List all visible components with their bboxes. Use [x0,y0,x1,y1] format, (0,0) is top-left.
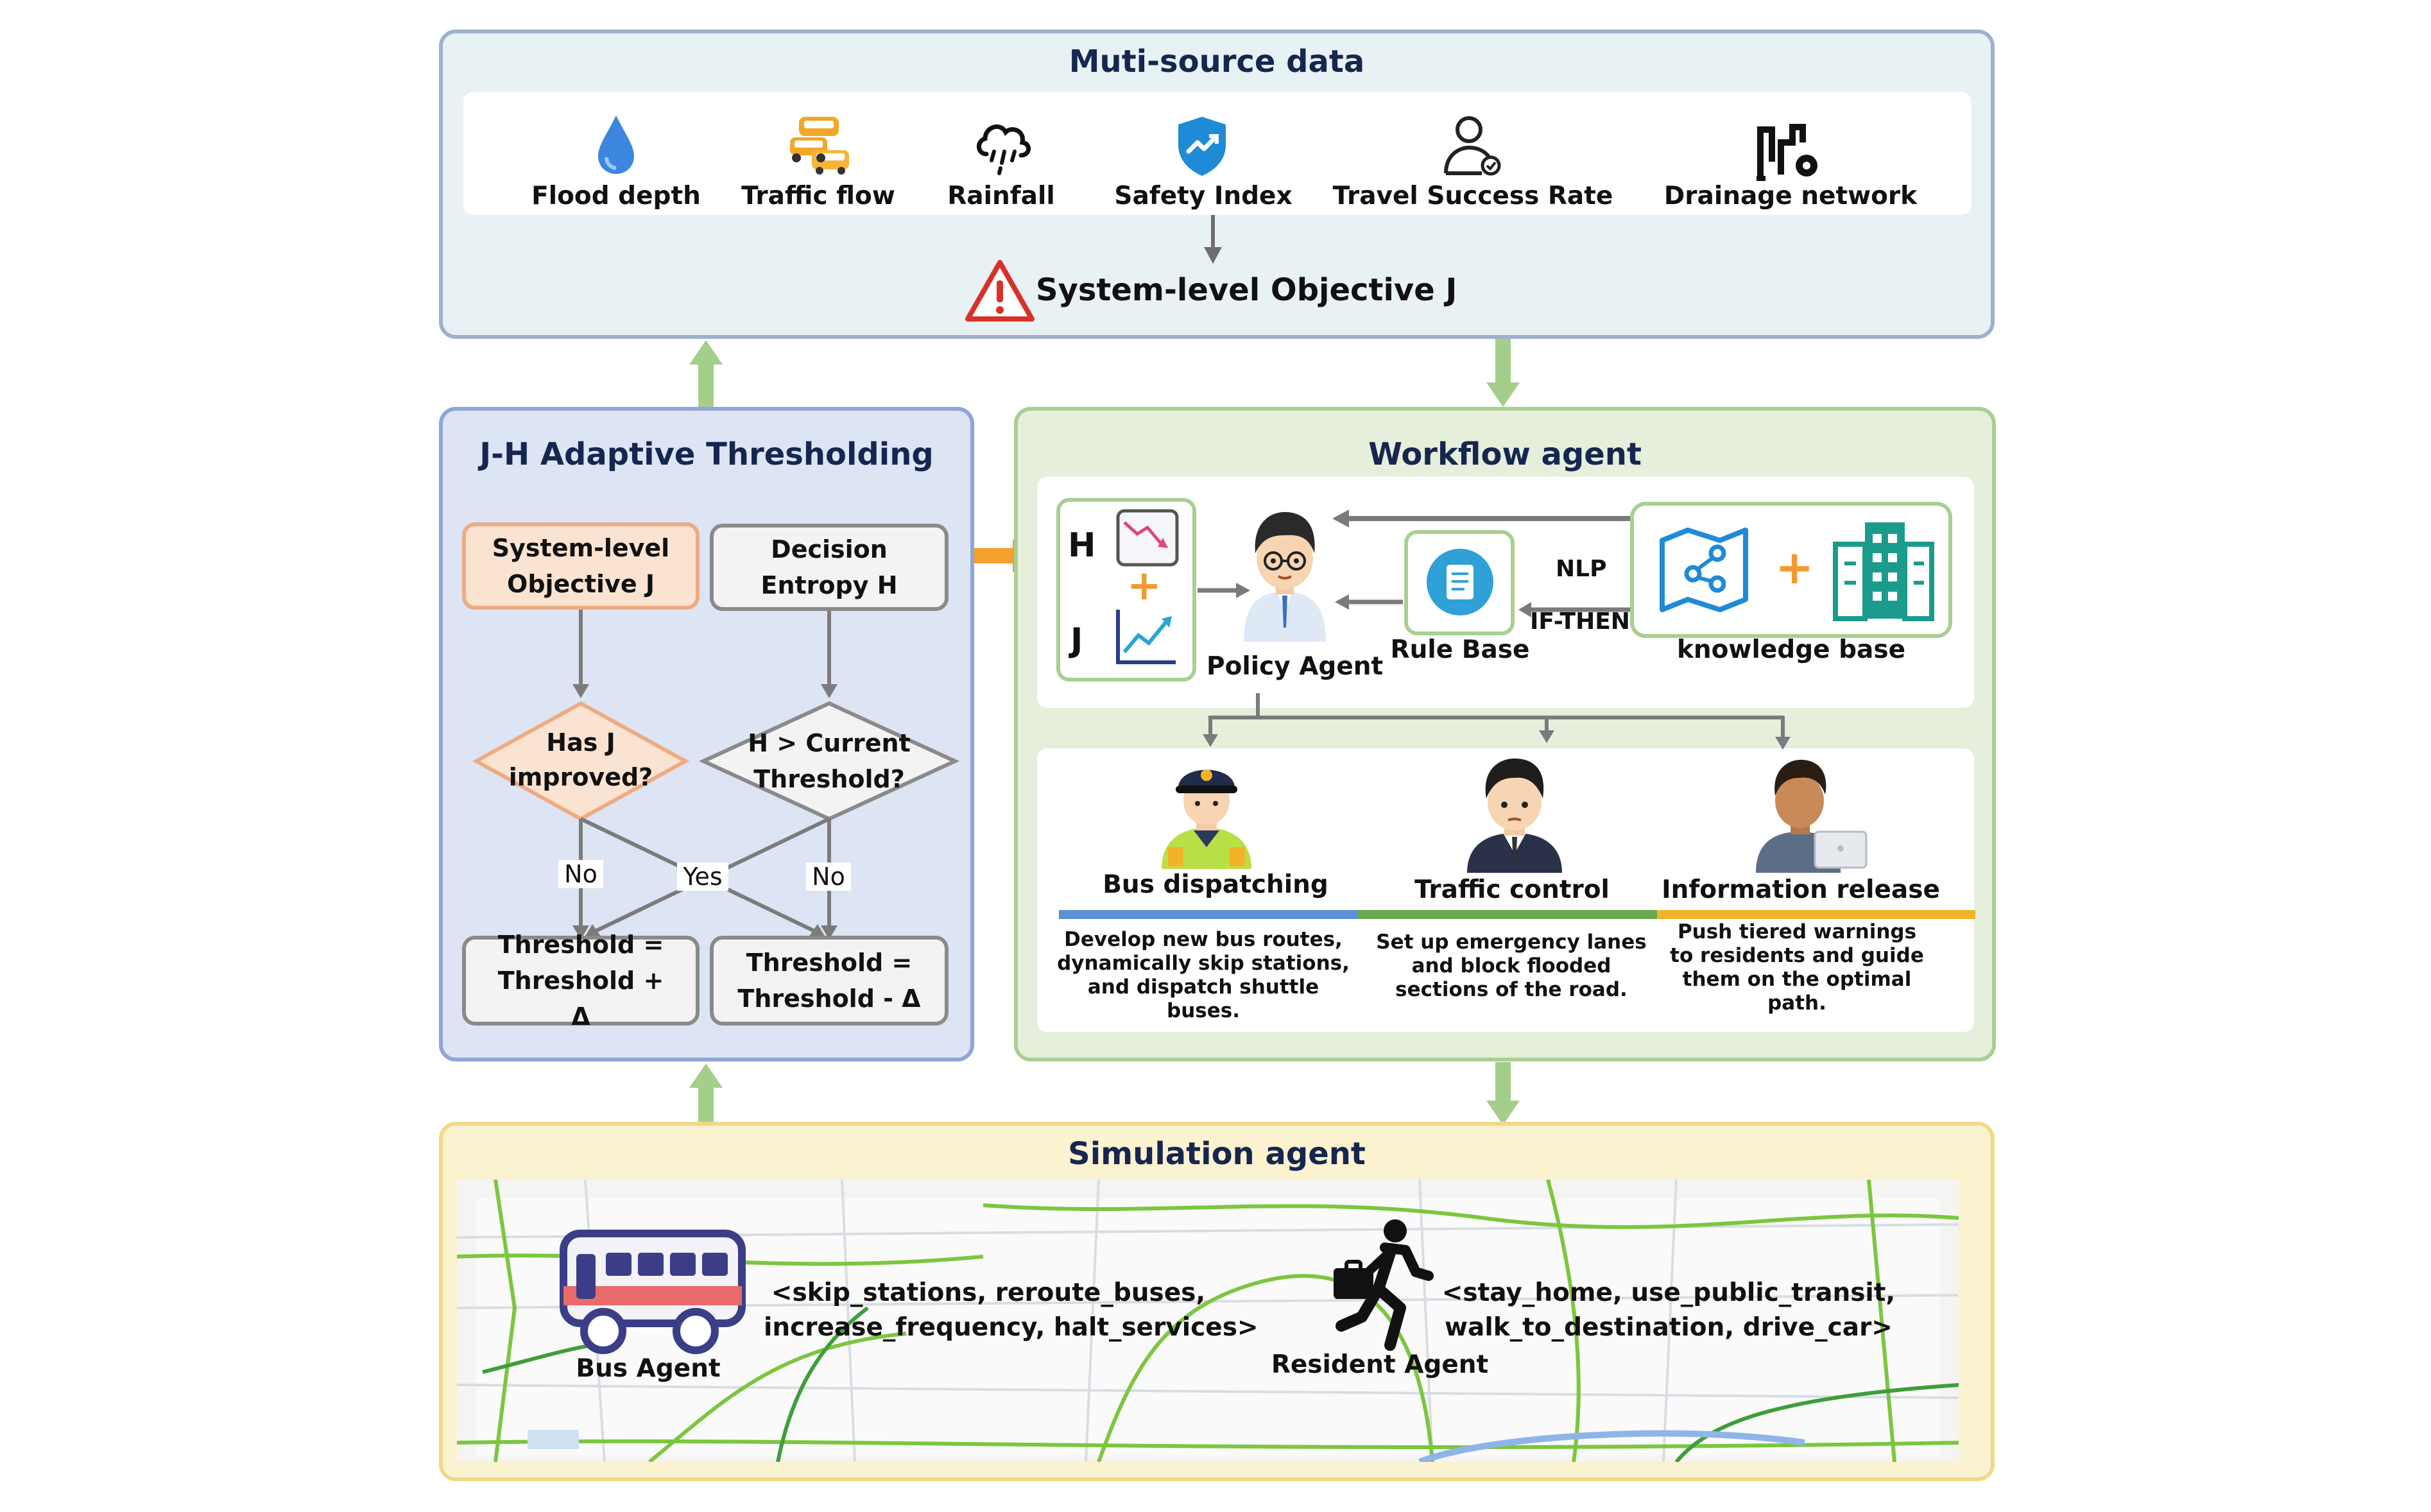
no-right-label: No [806,863,851,891]
source-label-drainage-network: Drainage network [1663,182,1918,210]
action-title-traffic-control: Traffic control [1414,875,1610,904]
h-letter: H [1068,526,1096,565]
entropy-h-box: Decision Entropy H [710,524,949,611]
arrow-sim-to-jh [689,1063,723,1126]
threshold-minus-box: Threshold = Threshold - Δ [710,936,949,1026]
rain-cloud-icon [977,124,1031,175]
shield-icon [1178,117,1226,176]
action-bar-green [1358,910,1657,919]
bus-actions-line2: increase_frequency, halt_services> [764,1313,1258,1342]
multi-source-title: Muti-source data [1069,44,1365,80]
workflow-title: Workflow agent [1368,436,1642,472]
diamond-j-text: Has J improved? [508,728,653,791]
threshold-plus-box: Threshold = Threshold + Δ [462,931,700,1031]
knowledge-base-label: knowledge base [1676,635,1906,664]
no-left-label: No [558,860,603,888]
objective-j-box: System-level Objective J [462,522,700,610]
ifthen-label: IF-THEN [1530,608,1630,635]
workflow-arrows [1198,510,1791,750]
threshold-minus-text: Threshold = Threshold - Δ [737,949,921,1013]
bus-dispatcher-avatar [1162,769,1251,869]
cars-icon [790,117,849,175]
entropy-h-text: Decision Entropy H [760,535,898,599]
bus-actions-line1: <skip_stations, reroute_buses, [771,1278,1206,1307]
jh-title: J-H Adaptive Thresholding [479,436,934,472]
diamond-h-text: H > Current Threshold? [748,729,911,793]
arrow-workflow-to-sim [1486,1062,1520,1125]
kb-plus: + [1775,540,1814,594]
hj-plus: + [1127,562,1162,610]
pipes-icon [1757,124,1817,181]
objective-j-text: System-level Objective J [492,534,670,598]
threshold-plus-text: Threshold = Threshold + Δ [497,931,664,1031]
action-title-information-release: Information release [1662,875,1940,904]
map-route-icon [1660,528,1748,612]
warning-icon [965,260,1035,322]
simulation-title: Simulation agent [1068,1136,1366,1172]
arrow-jh-to-top [689,340,723,408]
action-desc-bus-dispatching: Develop new bus routes, dynamically skip… [1057,928,1350,1022]
resident-agent-icon [1334,1219,1434,1351]
action-bar-blue [1059,910,1358,919]
rule-base-label: Rule Base [1390,635,1530,664]
source-label-traffic-flow: Traffic flow [741,182,895,210]
action-desc-traffic-control: Set up emergency lanes and block flooded… [1376,931,1647,1001]
sources-to-objective-arrow [1204,215,1222,264]
resident-actions-line2: walk_to_destination, drive_car> [1445,1313,1893,1342]
yes-label: Yes [677,863,728,891]
traffic-police-avatar [1467,758,1562,873]
policy-agent-avatar [1244,511,1326,642]
trend-up-icon [1116,610,1176,664]
trend-down-icon [1116,509,1179,567]
database-buildings-icon [1833,522,1934,621]
bus-agent-label: Bus Agent [576,1354,721,1383]
source-label-rainfall: Rainfall [947,182,1055,210]
bus-agent-icon [560,1230,746,1354]
arrow-top-to-workflow [1486,339,1520,407]
jh-flow-lines [472,610,960,940]
policy-agent-label: Policy Agent [1207,652,1384,681]
action-desc-information-release: Push tiered warnings to residents and gu… [1670,920,1924,1015]
action-bar-yellow [1657,910,1975,919]
document-icon [1427,549,1493,615]
action-title-bus-dispatching: Bus dispatching [1103,870,1328,899]
user-check-icon [1444,116,1501,176]
source-label-travel-success-rate: Travel Success Rate [1332,182,1613,210]
resident-agent-label: Resident Agent [1271,1350,1489,1379]
water-drop-icon [598,116,634,174]
resident-actions-line1: <stay_home, use_public_transit, [1441,1278,1896,1307]
nlp-label: NLP [1556,556,1607,582]
source-label-flood-depth: Flood depth [531,182,701,210]
info-release-avatar [1756,759,1868,873]
j-letter: J [1070,621,1083,660]
system-objective-label: System-level Objective J [1036,272,1457,308]
source-label-safety-index: Safety Index [1114,182,1293,210]
